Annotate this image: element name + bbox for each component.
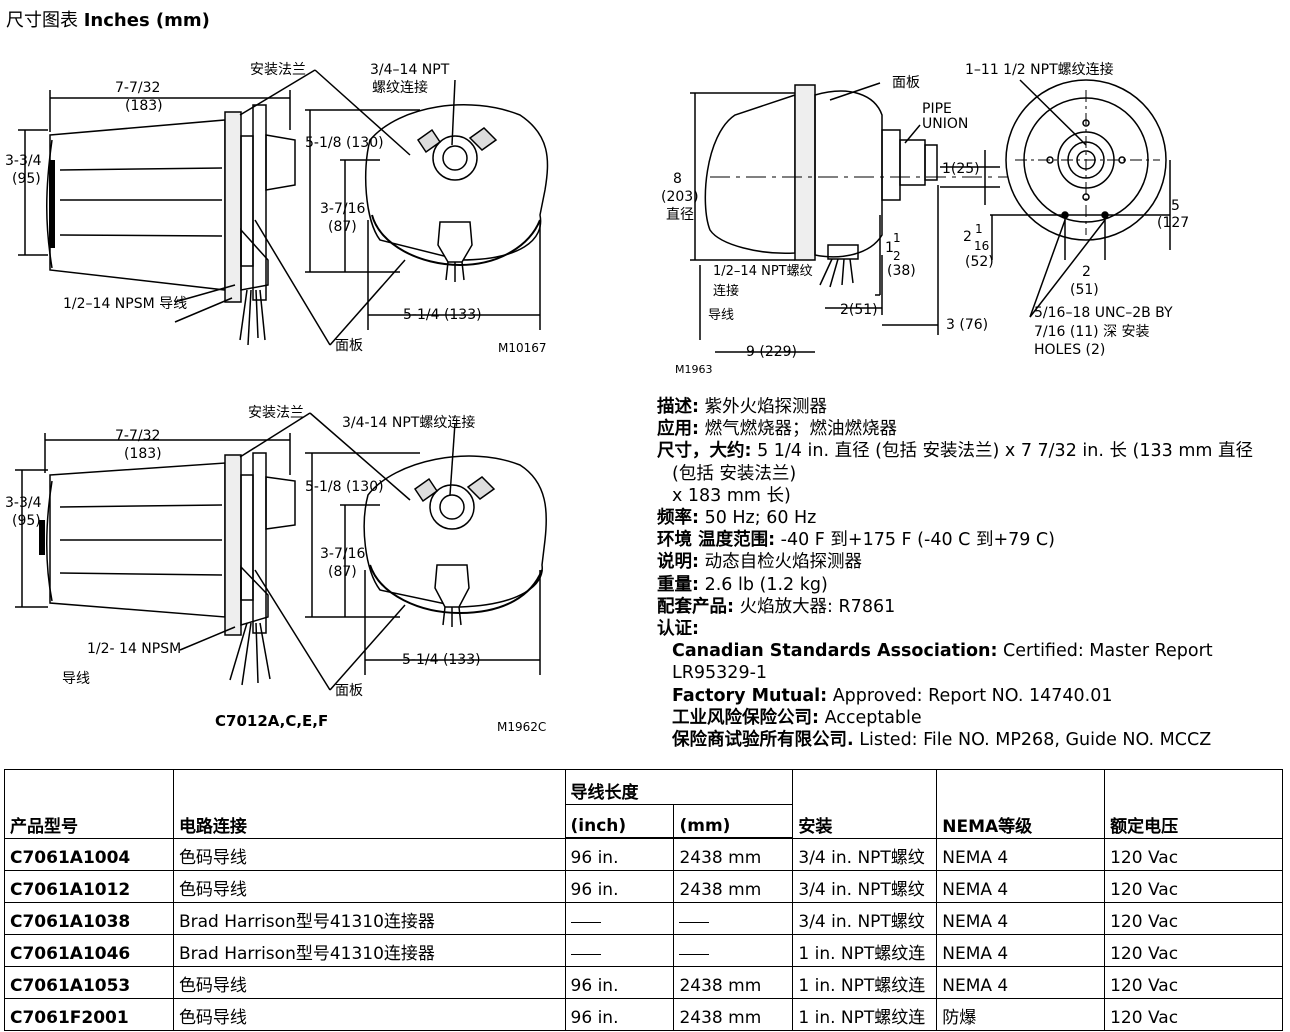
holes-label-1: 5/16–18 UNC–2B BY	[1034, 305, 1173, 321]
product-table: 产品型号 电路连接 导线长度 安装 NEMA等级 额定电压 (inch) (mm…	[4, 769, 1283, 1031]
npt-label-1: 3/4–14 NPT	[370, 62, 450, 78]
width-in: 7-7/32	[115, 80, 160, 96]
model-label: C7012A,C,E,F	[215, 712, 328, 730]
flange-label: 安装法兰	[248, 405, 304, 421]
height-in: 3-3/4	[5, 153, 42, 169]
dim-9-229: 9 (229)	[746, 344, 797, 360]
dim-5-1-8: 5-1/8 (130)	[305, 479, 384, 495]
dim-127: (127)	[1157, 215, 1190, 231]
header-lead: 导线长度	[564, 769, 794, 805]
dim-2-51: 2(51)	[840, 302, 878, 318]
header-model: 产品型号	[4, 769, 174, 839]
header-circuit: 电路连接	[172, 769, 566, 839]
empty-dash	[564, 902, 675, 935]
holes-label-2: 7/16 (11) 深 安装	[1034, 324, 1150, 340]
spec-matching: 配套产品: 火焰放大器: R7861	[657, 596, 896, 617]
dim-5-1-8: 5-1/8 (130)	[305, 135, 384, 151]
cert-fm: Factory Mutual: Approved: Report NO. 147…	[672, 685, 1113, 706]
wire-connect-label: 连接	[713, 283, 739, 299]
dim-5: 5	[1171, 198, 1180, 214]
header-inch: (inch)	[564, 804, 675, 839]
cert-csa-2: LR95329-1	[672, 663, 768, 684]
pipe-label: PIPE	[922, 101, 952, 117]
spec-application: 应用: 燃气燃烧器；燃油燃烧器	[657, 419, 898, 440]
width-in: 7-7/32	[115, 428, 160, 444]
panel-label: 面板	[335, 683, 363, 699]
dim-51: (51)	[1070, 282, 1099, 298]
spec-temperature: 环境 温度范围: -40 F 到+175 F (-40 C 到+79 C)	[657, 530, 1055, 551]
table-row: C7061A1046 Brad Harrison型号41310连接器 1 in.…	[4, 934, 1283, 967]
npsm-label: 1/2- 14 NPSM	[87, 641, 181, 657]
empty-dash	[673, 902, 794, 935]
dim-2: 2	[963, 229, 972, 245]
table-row: C7061A1053 色码导线 96 in. 2438 mm 1 in. NPT…	[4, 966, 1283, 999]
npt-label-2: 螺纹连接	[372, 79, 428, 96]
cert-ul: 保险商试验所有限公司. Listed: File NO. MP268, Guid…	[672, 730, 1212, 751]
dim-one: 1	[885, 240, 894, 256]
spec-description: 描述: 紫外火焰探测器	[657, 397, 828, 417]
spec-size-2: (包括 安装法兰)	[672, 463, 797, 484]
empty-dash	[564, 934, 675, 967]
cert-csa: Canadian Standards Association: Certifie…	[672, 641, 1213, 662]
dim-2-num: 1	[975, 222, 983, 236]
dim-3-76: 3 (76)	[946, 317, 988, 333]
page-title: 尺寸图表 Inches (mm)	[6, 10, 210, 31]
spec-size-3: x 183 mm 长)	[672, 485, 791, 506]
dim-3-7-16-mm: (87)	[328, 219, 357, 235]
drawing-code: M1962C	[497, 720, 546, 734]
width-mm: (183)	[124, 446, 162, 462]
header-mm: (mm)	[673, 804, 794, 839]
dim-half-den: 2	[893, 249, 901, 263]
dim-5-1-4: 5-1/4 (133)	[402, 652, 481, 668]
width-mm: (183)	[125, 98, 163, 114]
dimension-drawing-3: 安装法兰 3/4-14 NPT螺纹连接 7-7/32 (183) 3-3/4 (…	[5, 405, 547, 734]
dim-3-7-16: 3-7/16	[320, 201, 365, 217]
drawing-code: M10167	[498, 341, 547, 355]
spec-size: 尺寸，大约: 5 1/4 in. 直径 (包括 安装法兰) x 7 7/32 i…	[657, 441, 1253, 462]
table-row: C7061A1004 色码导线 96 in. 2438 mm 3/4 in. N…	[4, 837, 1283, 871]
dim-5-1-4: 5-1/4 (133)	[403, 307, 482, 323]
height-mm: (95)	[12, 171, 41, 187]
height-mm: (95)	[12, 513, 41, 529]
table-row: C7061F2001 色码导线 96 in. 2438 mm 1 in. NPT…	[4, 998, 1283, 1031]
npt-connection-label: 1–11 1/2 NPT螺纹连接	[965, 61, 1114, 78]
specifications: 描述: 紫外火焰探测器 应用: 燃气燃烧器；燃油燃烧器 尺寸，大约: 5 1/4…	[657, 396, 1287, 751]
header-nema: NEMA等级	[936, 769, 1106, 839]
flange-label: 安装法兰	[250, 62, 306, 78]
dia-in: 8	[673, 171, 682, 187]
dimension-drawing-2: 面板 1–11 1/2 NPT螺纹连接 PIPE UNION 8 (203) 直…	[661, 61, 1190, 376]
cert-irm: 工业风险保险公司: Acceptable	[672, 707, 922, 728]
dim-2b: 2	[1082, 264, 1091, 280]
dimension-drawing-1: 安装法兰 3/4–14 NPT 螺纹连接 7-7/32 (183) 3-3/4 …	[5, 62, 549, 355]
empty-dash	[673, 934, 794, 967]
wire-label: 导线	[62, 671, 90, 687]
npt-label: 3/4-14 NPT螺纹连接	[342, 414, 475, 431]
table-row: C7061A1012 色码导线 96 in. 2438 mm 3/4 in. N…	[4, 870, 1283, 903]
header-voltage: 额定电压	[1104, 769, 1283, 839]
header-mount: 安装	[792, 769, 938, 839]
union-label: UNION	[922, 116, 968, 132]
drawing-code: M1963	[675, 363, 713, 376]
dim-38: (38)	[887, 263, 916, 279]
dim-3-7-16: 3-7/16	[320, 546, 365, 562]
wire-label: 导线	[708, 308, 734, 323]
height-in: 3-3/4	[5, 495, 42, 511]
wire-npt-label: 1/2–14 NPT螺纹	[713, 264, 813, 279]
spec-frequency: 频率: 50 Hz; 60 Hz	[657, 508, 817, 529]
spec-weight: 重量: 2.6 lb (1.2 kg)	[657, 574, 828, 595]
dia-label: 直径	[666, 206, 694, 223]
spec-note: 说明: 动态自检火焰探测器	[657, 552, 863, 573]
table-row: C7061A1038 Brad Harrison型号41310连接器 3/4 i…	[4, 902, 1283, 935]
panel-label: 面板	[892, 75, 920, 91]
panel-label: 面板	[335, 338, 363, 354]
dim-1-25: 1(25)	[942, 161, 980, 177]
wire-label: 1/2–14 NPSM 导线	[63, 296, 187, 312]
dim-2-den: 16	[974, 239, 989, 253]
dia-mm: (203)	[661, 189, 699, 205]
dim-3-7-16-mm: (87)	[328, 564, 357, 580]
holes-label-3: HOLES (2)	[1034, 342, 1105, 358]
dim-52: (52)	[965, 254, 994, 270]
spec-certification: 认证:	[657, 619, 699, 640]
dim-half-num: 1	[893, 231, 901, 245]
